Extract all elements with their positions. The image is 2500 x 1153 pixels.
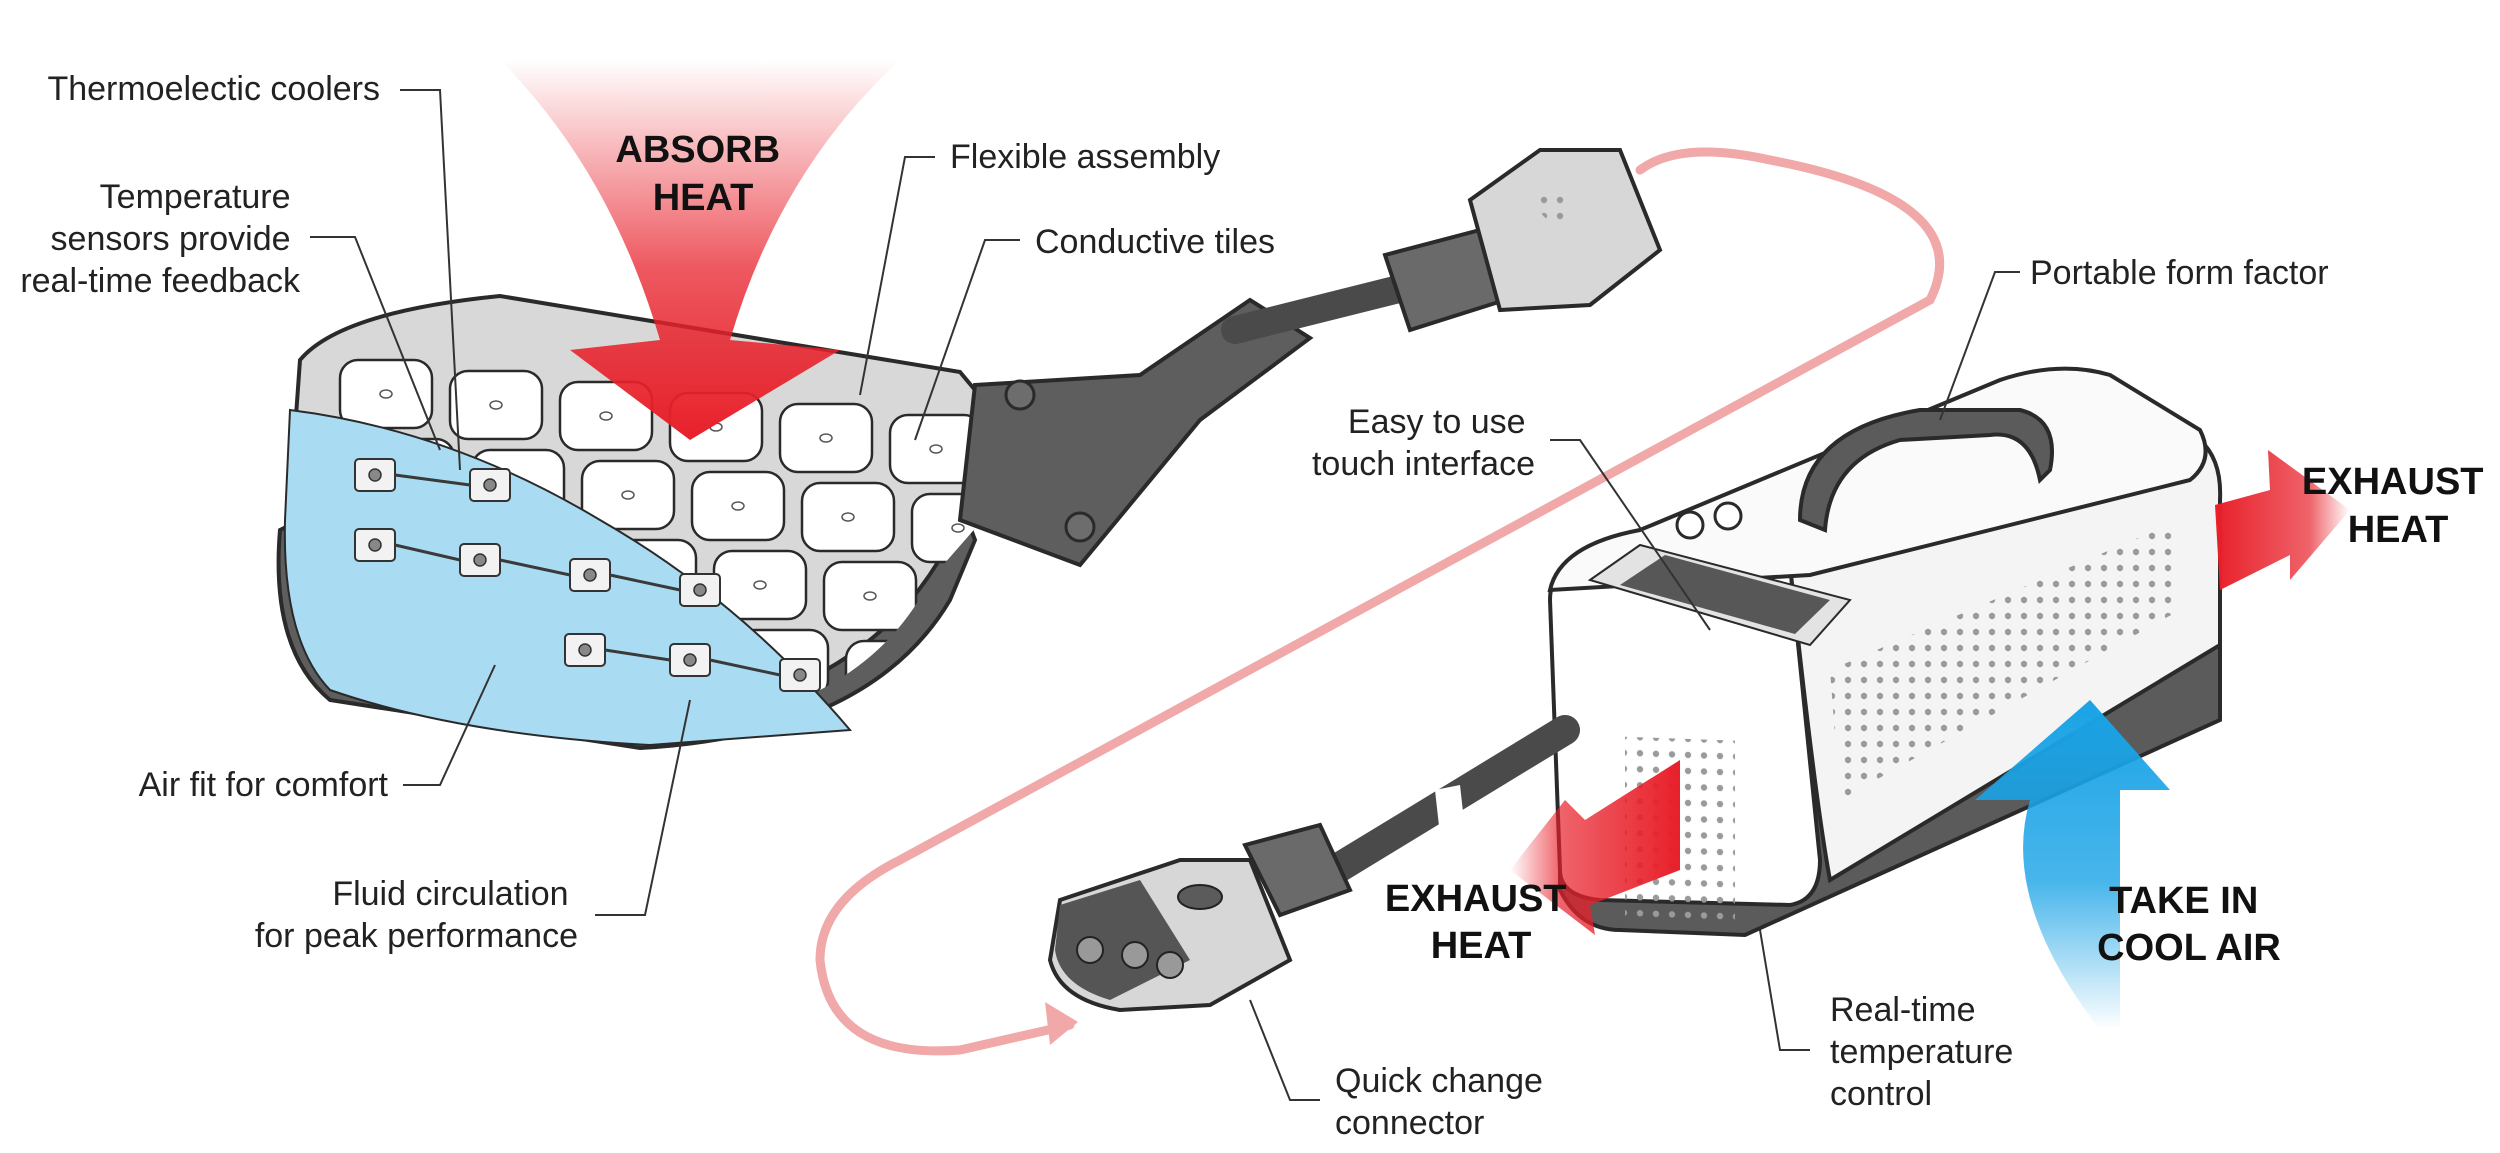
connector-strain-relief: [1242, 822, 1353, 918]
label-thermoelectric-coolers: Thermoelectic coolers: [47, 70, 380, 108]
pad-neck: [957, 297, 1314, 568]
leader-lines: [310, 89, 2020, 1101]
thermoelectric-cooler-module: [569, 558, 611, 592]
label-easy-touch-line2: touch interface: [1312, 445, 1535, 483]
thermoelectric-modules: [354, 458, 821, 692]
thermoelectric-cooler-module: [354, 528, 396, 562]
label-exhaust-heat-front-line1: EXHAUST: [1385, 878, 1567, 920]
pad-plug: [1467, 148, 1663, 313]
label-absorb-heat: ABSORB HEAT: [615, 129, 790, 219]
label-absorb-heat-line1: ABSORB: [615, 129, 780, 171]
label-air-fit: Air fit for comfort: [139, 766, 389, 804]
label-absorb-heat-line2: HEAT: [653, 177, 754, 219]
thermoelectric-cooler-module: [459, 543, 501, 577]
label-quick-connector-line2: connector: [1335, 1104, 1484, 1142]
label-conductive-tiles: Conductive tiles: [1035, 223, 1275, 261]
conductive-tile: [338, 358, 434, 430]
conductive-tile: [448, 369, 544, 441]
label-fluid-circulation: Fluid circulation for peak performance: [255, 875, 578, 955]
power-button: [1675, 510, 1705, 540]
label-portable: Portable form factor: [2030, 254, 2329, 292]
thermoelectric-cooler-module: [564, 633, 606, 667]
take-in-cool-air-arrow: [1975, 700, 2170, 1030]
conductive-tile: [558, 380, 654, 452]
label-fluid-circulation-line1: Fluid circulation: [332, 875, 568, 913]
label-easy-touch: Easy to use touch interface: [1312, 403, 1535, 483]
conductive-tile: [822, 560, 918, 632]
exhaust-heat-right-arrow: [2215, 450, 2350, 590]
label-take-in-cool-air-line2: COOL AIR: [2097, 927, 2281, 969]
thermoelectric-cooler-module: [354, 458, 396, 492]
label-easy-touch-line1: Easy to use: [1348, 403, 1526, 441]
label-exhaust-heat-front: EXHAUST HEAT: [1385, 878, 1577, 967]
label-exhaust-heat-front-line2: HEAT: [1431, 925, 1532, 967]
label-temperature-sensors-line1: Temperature: [100, 178, 291, 216]
conductive-tile: [580, 459, 676, 531]
thermoelectric-cooler-module: [679, 573, 721, 607]
carry-handle: [1797, 408, 2054, 533]
side-vent-grille: [1830, 520, 2180, 800]
label-temperature-sensors-line3: real-time feedback: [20, 262, 301, 300]
label-fluid-circulation-line2: for peak performance: [255, 917, 578, 955]
flow-path-arrowhead: [1045, 1002, 1078, 1045]
pad-cable: [1221, 276, 1409, 344]
conductive-tile: [800, 481, 896, 553]
exhaust-heat-front-arrow: [1510, 760, 1680, 935]
label-realtime-control-line1: Real-time: [1830, 991, 1975, 1029]
conductive-tile: [690, 470, 786, 542]
label-quick-connector-line1: Quick change: [1335, 1062, 1543, 1100]
connector-assembly: [1047, 715, 1580, 1013]
label-exhaust-heat-right: EXHAUST HEAT: [2302, 461, 2494, 551]
label-temperature-sensors-line2: sensors provide: [51, 220, 291, 258]
thermoelectric-cooler-module: [669, 643, 711, 677]
label-realtime-control-line2: temperature: [1830, 1033, 2013, 1071]
label-take-in-cool-air: TAKE IN COOL AIR: [2097, 880, 2281, 969]
absorb-heat-arrow: [500, 60, 900, 440]
label-quick-connector: Quick change connector: [1335, 1062, 1552, 1142]
label-temperature-sensors: Temperature sensors provide real-time fe…: [20, 178, 301, 300]
label-exhaust-heat-right-line1: EXHAUST: [2302, 461, 2484, 503]
fluid-flow-path: [815, 147, 1945, 1056]
thermoelectric-cooler-module: [779, 658, 821, 692]
label-realtime-control-line3: control: [1830, 1075, 1932, 1113]
conductive-tile: [954, 650, 1001, 722]
label-flexible-assembly: Flexible assembly: [950, 138, 1220, 176]
conductive-tile: [866, 718, 962, 735]
label-realtime-control: Real-time temperature control: [1830, 991, 2023, 1113]
conductive-tile: [778, 402, 874, 474]
label-take-in-cool-air-line1: TAKE IN: [2109, 880, 2258, 922]
cooling-pad: [276, 148, 1663, 751]
label-exhaust-heat-right-line2: HEAT: [2348, 509, 2449, 551]
thermoelectric-cooler-module: [469, 468, 511, 502]
mode-button: [1713, 501, 1743, 531]
fluid-channels: [394, 473, 781, 677]
